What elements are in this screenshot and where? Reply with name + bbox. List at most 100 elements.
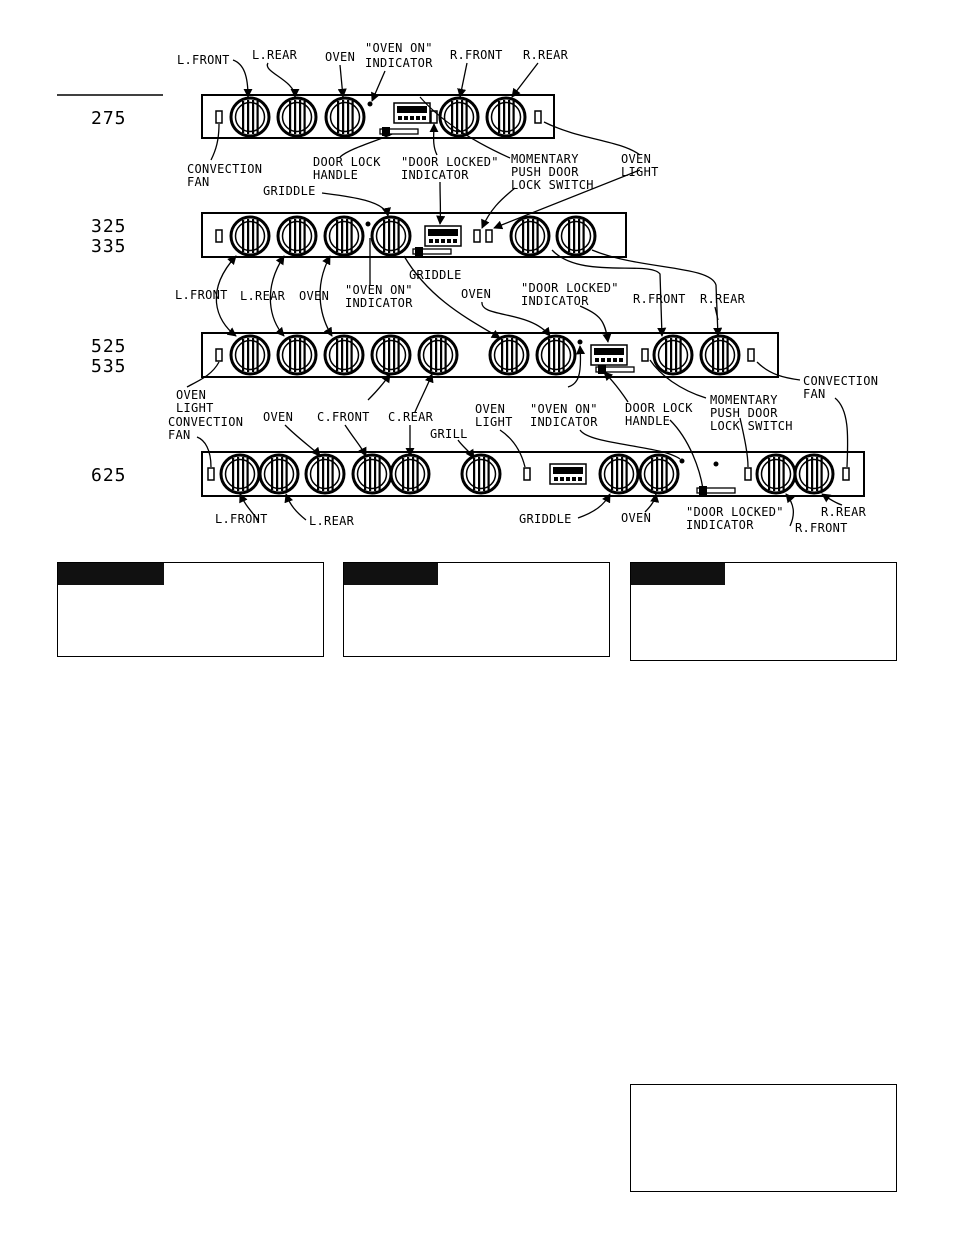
label-door-locked: "DOOR LOCKED" <box>401 155 499 169</box>
label-oven: OVEN <box>325 50 355 64</box>
label-door-locked: "DOOR LOCKED" <box>521 281 619 295</box>
label-oven-on-indicator: INDICATOR <box>365 56 433 70</box>
label-l-front: L.FRONT <box>177 53 230 67</box>
model-625: 625 <box>91 465 127 486</box>
label-lock-switch: LOCK SWITCH <box>710 419 793 433</box>
knob-c-front[interactable] <box>351 453 393 495</box>
label-r-rear: R.REAR <box>700 292 746 306</box>
note-box-3 <box>630 562 897 661</box>
label-door-locked-indicator: INDICATOR <box>401 168 469 182</box>
knob-r-rear[interactable] <box>699 334 741 376</box>
label-griddle: GRIDDLE <box>263 184 316 198</box>
knob-griddle[interactable] <box>598 453 640 495</box>
knob-griddle[interactable] <box>488 334 530 376</box>
label-griddle: GRIDDLE <box>519 512 572 526</box>
label-l-rear: L.REAR <box>252 48 298 62</box>
knob-c-rear[interactable] <box>389 453 431 495</box>
knob-oven-2[interactable] <box>535 334 577 376</box>
knob-r-rear[interactable] <box>555 215 597 257</box>
label-oven-2: OVEN <box>621 511 651 525</box>
door-lock-handle[interactable] <box>379 126 419 137</box>
knob-oven[interactable] <box>323 215 365 257</box>
label-light: LIGHT <box>475 415 513 429</box>
knob-oven[interactable] <box>304 453 346 495</box>
note-box-1-header <box>58 563 164 585</box>
label-momentary: MOMENTARY <box>710 393 778 407</box>
label-light: LIGHT <box>176 401 214 415</box>
knob-oven[interactable] <box>323 334 365 376</box>
knob-grill[interactable] <box>460 453 502 495</box>
label-push-door: PUSH DOOR <box>710 406 778 420</box>
label-door-lock: DOOR LOCK <box>313 155 381 169</box>
momentary-door-lock-switch[interactable] <box>641 348 649 362</box>
label-handle: HANDLE <box>313 168 358 182</box>
label-convection: CONVECTION <box>168 415 243 429</box>
keypad[interactable] <box>590 344 628 366</box>
note-box-2 <box>343 562 610 657</box>
momentary-door-lock-switch[interactable] <box>744 467 752 481</box>
panel-525 <box>201 332 779 378</box>
knob-l-rear[interactable] <box>276 215 318 257</box>
label-oven-light: OVEN <box>475 402 505 416</box>
panel-625 <box>201 451 865 497</box>
knob-l-front[interactable] <box>229 334 271 376</box>
label-fan: FAN <box>187 175 210 189</box>
label-convection: CONVECTION <box>803 374 878 388</box>
knob-r-rear[interactable] <box>485 96 527 138</box>
knob-oven[interactable] <box>324 96 366 138</box>
door-locked-indicator <box>713 461 719 467</box>
knob-c-rear[interactable] <box>417 334 459 376</box>
label-grill: GRILL <box>430 427 468 441</box>
knob-l-front[interactable] <box>229 96 271 138</box>
knob-l-rear[interactable] <box>276 96 318 138</box>
label-l-rear: L.REAR <box>240 289 286 303</box>
knob-l-front[interactable] <box>219 453 261 495</box>
knob-r-front[interactable] <box>652 334 694 376</box>
knob-oven-2[interactable] <box>638 453 680 495</box>
knob-r-front[interactable] <box>509 215 551 257</box>
note-box-4 <box>630 1084 897 1192</box>
label-oven-on-indicator: INDICATOR <box>530 415 598 429</box>
label-fan: FAN <box>803 387 826 401</box>
keypad[interactable] <box>393 102 431 124</box>
model-525: 525 <box>91 336 127 357</box>
knob-l-front[interactable] <box>229 215 271 257</box>
convection-fan-light <box>207 467 215 481</box>
convection-fan-light-2 <box>842 467 850 481</box>
oven-on-indicator <box>367 101 373 107</box>
door-lock-handle[interactable] <box>595 364 635 375</box>
knob-l-rear[interactable] <box>276 334 318 376</box>
keypad[interactable] <box>549 463 587 485</box>
knob-griddle[interactable] <box>370 215 412 257</box>
keypad[interactable] <box>424 225 462 247</box>
oven-light <box>534 110 542 124</box>
model-275: 275 <box>91 108 127 129</box>
label-oven-light: OVEN <box>621 152 651 166</box>
knob-l-rear[interactable] <box>258 453 300 495</box>
label-r-rear: R.REAR <box>523 48 569 62</box>
label-oven-on: "OVEN ON" <box>345 283 413 297</box>
note-box-1 <box>57 562 324 657</box>
note-box-2-header <box>344 563 438 585</box>
knob-c-front[interactable] <box>370 334 412 376</box>
label-r-rear: R.REAR <box>821 505 867 519</box>
label-c-rear: C.REAR <box>388 410 434 424</box>
label-door-lock: DOOR LOCK <box>625 401 693 415</box>
knob-r-rear[interactable] <box>793 453 835 495</box>
label-r-front: R.FRONT <box>795 521 848 535</box>
door-locked-indicator <box>473 229 481 243</box>
knob-r-front[interactable] <box>755 453 797 495</box>
label-l-rear: L.REAR <box>309 514 355 528</box>
momentary-door-lock-switch[interactable] <box>485 229 493 243</box>
model-335: 335 <box>91 236 127 257</box>
oven-light <box>523 467 531 481</box>
label-griddle: GRIDDLE <box>409 268 462 282</box>
label-l-front: L.FRONT <box>175 288 228 302</box>
label-oven-on-indicator: INDICATOR <box>345 296 413 310</box>
label-c-front: C.FRONT <box>317 410 370 424</box>
label-door-locked-indicator: INDICATOR <box>521 294 589 308</box>
door-lock-handle[interactable] <box>412 246 452 257</box>
label-door-locked: "DOOR LOCKED" <box>686 505 784 519</box>
label-oven: OVEN <box>299 289 329 303</box>
